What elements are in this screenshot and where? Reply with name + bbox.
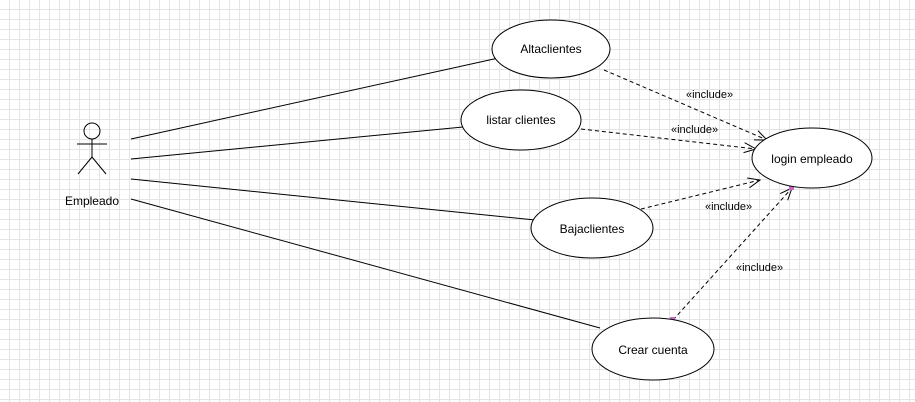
use-case-label: listar clientes bbox=[486, 113, 555, 127]
use-case-login-empleado[interactable]: login empleado bbox=[751, 127, 873, 189]
include-relations bbox=[580, 69, 794, 322]
include-line-listar-clientes[interactable] bbox=[580, 128, 756, 149]
include-label-altaclientes: «include» bbox=[686, 89, 733, 101]
selection-handle[interactable] bbox=[789, 185, 794, 190]
association-bajaclientes[interactable] bbox=[130, 178, 536, 221]
use-case-listar-clientes[interactable]: listar clientes bbox=[460, 89, 582, 151]
use-case-label: login empleado bbox=[771, 152, 853, 166]
include-label-listar-clientes: «include» bbox=[671, 124, 718, 136]
include-label-bajaclientes: «include» bbox=[705, 201, 752, 213]
actor-stick-figure-icon bbox=[77, 122, 107, 175]
use-case-crear-cuenta[interactable]: Crear cuenta bbox=[591, 317, 715, 381]
association-crear-cuenta[interactable] bbox=[130, 198, 601, 329]
include-label-crear-cuenta: «include» bbox=[736, 262, 783, 274]
use-case-altaclientes[interactable]: Altaclientes bbox=[491, 19, 611, 79]
associations bbox=[130, 56, 601, 329]
use-case-label: Bajaclientes bbox=[560, 222, 625, 236]
include-line-crear-cuenta[interactable] bbox=[672, 188, 792, 321]
association-altaclientes[interactable] bbox=[130, 56, 504, 140]
use-case-bajaclientes[interactable]: Bajaclientes bbox=[530, 197, 654, 259]
use-case-label: Crear cuenta bbox=[618, 343, 688, 357]
actor-empleado[interactable]: Empleado bbox=[65, 122, 119, 208]
use-case-label: Altaclientes bbox=[520, 42, 581, 56]
include-labels: «include» «include» «include» «include» bbox=[671, 89, 783, 274]
actor-label: Empleado bbox=[65, 194, 119, 208]
include-line-altaclientes[interactable] bbox=[603, 69, 767, 140]
association-listar-clientes[interactable] bbox=[130, 126, 464, 160]
